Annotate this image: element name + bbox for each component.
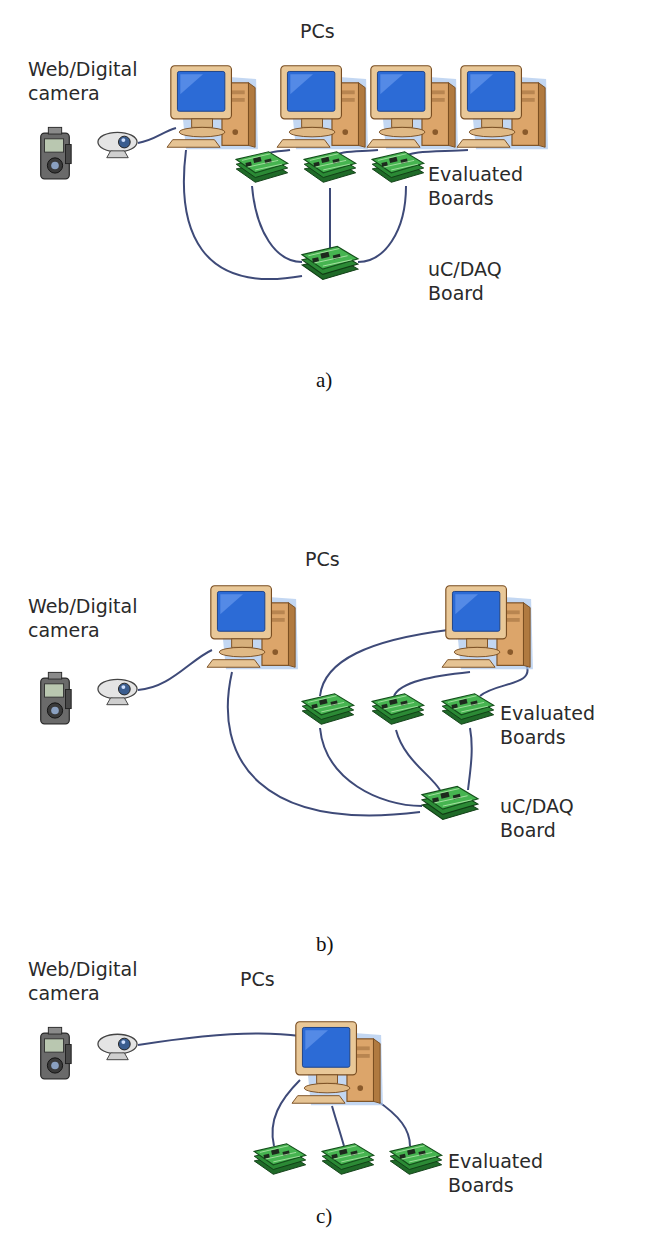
pc: [207, 586, 298, 669]
webcam: [98, 132, 137, 157]
camcorder: [41, 127, 71, 178]
camera-label: Web/Digital camera: [28, 958, 153, 1006]
wire: [184, 150, 302, 279]
wire: [138, 1033, 300, 1045]
board: [442, 694, 493, 724]
board: [302, 694, 353, 724]
wire: [394, 672, 470, 696]
boards-label: Evaluated Boards: [500, 702, 620, 750]
pc: [442, 586, 533, 669]
wire: [138, 650, 212, 690]
panel-caption: b): [316, 932, 356, 956]
camcorder: [41, 1027, 71, 1078]
pc: [277, 66, 368, 149]
pc: [367, 66, 458, 149]
wire: [329, 188, 331, 248]
wire: [252, 186, 302, 262]
webcam: [98, 679, 137, 704]
board: [302, 246, 358, 279]
pcs-label: PCs: [240, 968, 320, 992]
wire: [396, 730, 440, 790]
wire: [320, 630, 448, 696]
board: [254, 1144, 305, 1174]
pcs-label: PCs: [305, 548, 385, 572]
wire: [138, 128, 176, 143]
panel-caption: a): [316, 368, 356, 392]
pc: [167, 66, 258, 149]
pc: [457, 66, 548, 149]
daq-label: uC/DAQ Board: [428, 258, 528, 306]
pc: [292, 1022, 383, 1105]
wire: [272, 1080, 300, 1146]
boards-label: Evaluated Boards: [428, 163, 548, 211]
board: [322, 1144, 373, 1174]
pcs-label: PCs: [300, 20, 380, 44]
board: [390, 1144, 441, 1174]
wire: [468, 728, 472, 790]
board: [422, 786, 478, 819]
board: [304, 152, 355, 182]
board: [236, 152, 287, 182]
board: [372, 152, 423, 182]
camera-label: Web/Digital camera: [28, 595, 153, 643]
wire: [320, 728, 422, 806]
camera-label: Web/Digital camera: [28, 58, 153, 106]
webcam: [98, 1034, 137, 1059]
daq-label: uC/DAQ Board: [500, 795, 600, 843]
wire: [358, 186, 406, 262]
wire: [332, 1106, 344, 1146]
boards-label: Evaluated Boards: [448, 1150, 568, 1198]
wire: [376, 1100, 410, 1146]
panel-caption: c): [316, 1204, 356, 1228]
camcorder: [41, 672, 71, 723]
board: [372, 694, 423, 724]
